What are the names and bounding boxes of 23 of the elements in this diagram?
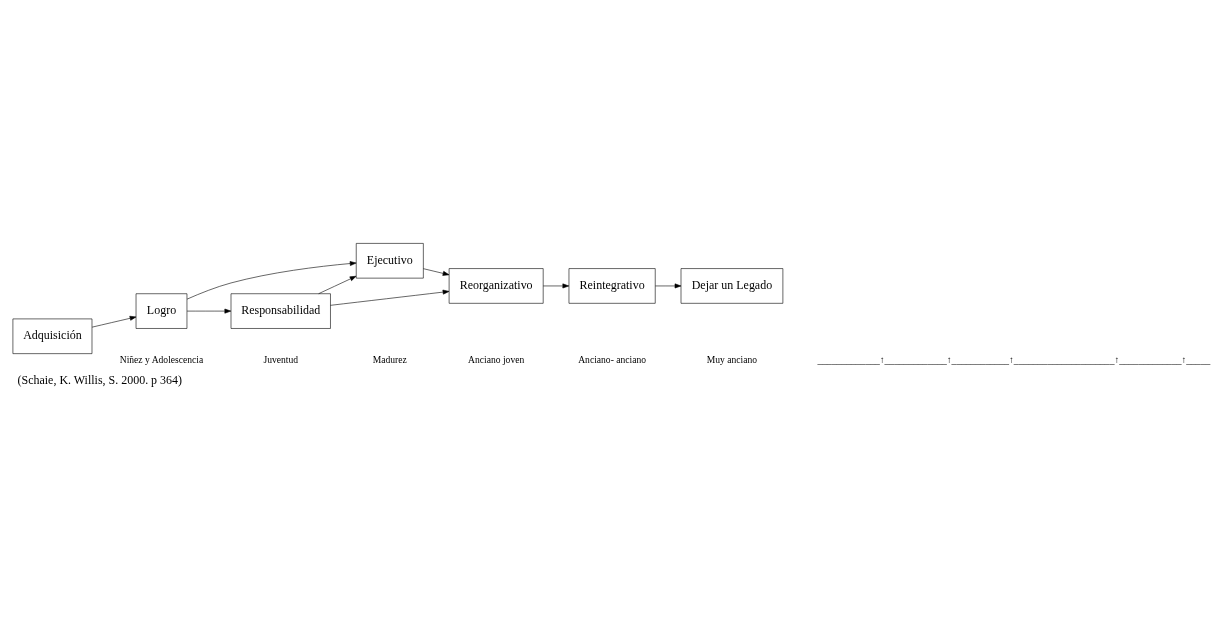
arrow bbox=[318, 275, 357, 294]
node-box: Dejar un Legado bbox=[680, 268, 784, 304]
label: Madurez bbox=[372, 354, 407, 366]
label: _____________↑_____________↑____________↑_____________________↑_____________↑_____ bbox=[817, 354, 1211, 366]
caption: (Schaie, K. Willis, S. 2000. p 364) bbox=[17, 372, 183, 387]
node-box: Responsabilidad bbox=[230, 293, 331, 329]
label: Niñez y Adolescencia bbox=[119, 354, 204, 366]
arrow bbox=[542, 283, 570, 289]
arrow bbox=[91, 315, 137, 328]
node-box: Adquisición bbox=[12, 318, 93, 354]
node-box: Ejecutivo bbox=[355, 243, 424, 279]
label: Muy anciano bbox=[706, 354, 758, 366]
arrow bbox=[186, 261, 357, 300]
arrow bbox=[186, 308, 232, 314]
arrow bbox=[330, 289, 450, 306]
label: Anciano- anciano bbox=[578, 354, 647, 366]
node-box: Reintegrativo bbox=[568, 268, 656, 304]
label: Juventud bbox=[263, 354, 299, 366]
node-box: Logro bbox=[135, 293, 188, 329]
node-box: Reorganizativo bbox=[448, 268, 544, 304]
label: Anciano joven bbox=[468, 354, 525, 366]
arrow bbox=[655, 283, 682, 289]
arrow bbox=[423, 268, 450, 276]
